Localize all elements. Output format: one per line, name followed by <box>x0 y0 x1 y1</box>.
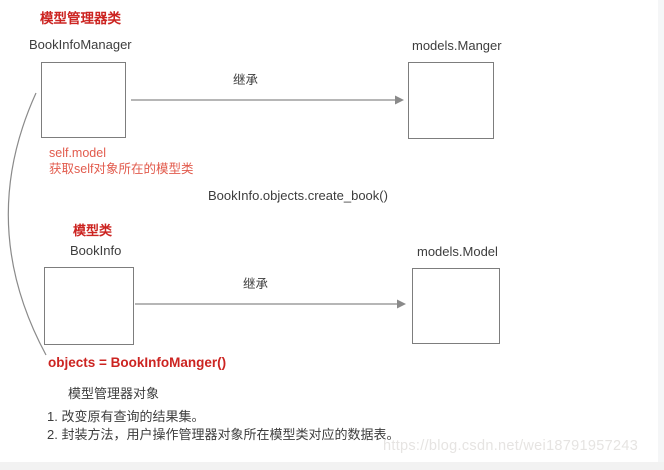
self-model-note: self.model 获取self对象所在的模型类 <box>49 146 193 177</box>
section-title-model: 模型类 <box>73 223 113 238</box>
box-models-manger <box>408 62 494 139</box>
call-example: BookInfo.objects.create_book() <box>208 188 388 203</box>
label-bookinfomanager: BookInfoManager <box>29 37 132 52</box>
box-bookinfomanager <box>41 62 126 138</box>
inherit-arrow-bottom-head <box>397 299 406 309</box>
self-model-note-line2: 获取self对象所在的模型类 <box>49 161 194 176</box>
inherit-label-bottom: 继承 <box>243 277 269 291</box>
label-models-model: models.Model <box>417 244 498 259</box>
relation-curve <box>7 92 47 356</box>
box-models-model <box>412 268 500 344</box>
section-title-manager: 模型管理器类 <box>40 11 121 26</box>
notes-list: 1. 改变原有查询的结果集。 2. 封装方法，用户操作管理器对象所在模型类对应的… <box>47 408 399 443</box>
note-item-1: 1. 改变原有查询的结果集。 <box>47 409 205 424</box>
objects-assignment: objects = BookInfoManger() <box>48 355 227 370</box>
label-bookinfo: BookInfo <box>70 243 122 258</box>
bottom-edge-strip <box>0 462 664 470</box>
label-models-manger: models.Manger <box>412 38 502 53</box>
note-item-2: 2. 封装方法，用户操作管理器对象所在模型类对应的数据表。 <box>47 426 400 442</box>
box-bookinfo <box>44 267 134 345</box>
watermark-url: https://blog.csdn.net/wei18791957243 <box>383 438 639 454</box>
right-edge-strip <box>658 0 664 470</box>
objects-caption: 模型管理器对象 <box>68 386 160 401</box>
self-model-note-line1: self.model <box>49 146 106 160</box>
inherit-arrow-top-head <box>395 95 404 105</box>
inherit-label-top: 继承 <box>233 73 259 87</box>
